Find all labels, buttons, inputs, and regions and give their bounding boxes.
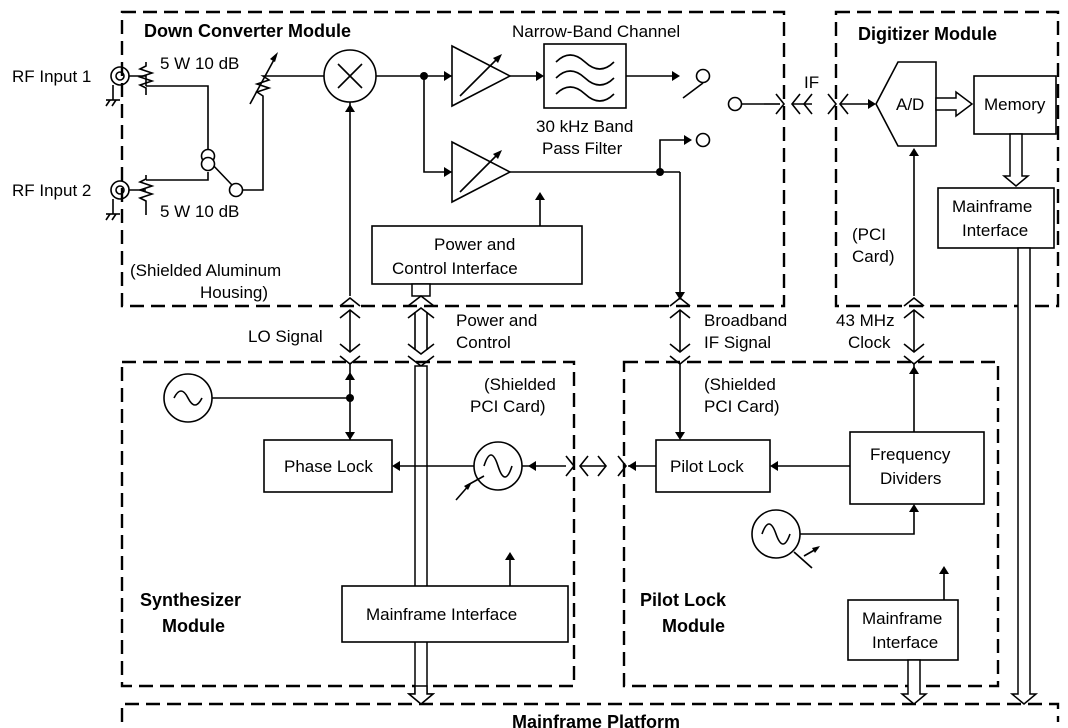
clock-label-1: 43 MHz <box>836 311 895 330</box>
broadband-label-2: IF Signal <box>704 333 771 352</box>
amplifier-2-icon <box>451 140 512 204</box>
reference-oscillator-icon <box>163 373 213 423</box>
ad-label: A/D <box>896 95 924 114</box>
pilot-lock-title: Pilot Lock <box>640 590 727 610</box>
power-control-label-2: Control Interface <box>392 259 518 278</box>
vco-icon <box>455 441 523 501</box>
pilot-lock-label: Pilot Lock <box>670 457 744 476</box>
power-control-signal-label-2: Control <box>456 333 511 352</box>
pilot-pci-label-1: (Shielded <box>704 375 776 394</box>
down-converter-boundary <box>120 10 786 308</box>
digitizer-mainframe-interface-box <box>937 187 1055 249</box>
rf-input-1-label: RF Input 1 <box>12 67 91 86</box>
rf-input-2-connector <box>105 180 130 221</box>
digitizer-boundary <box>834 10 1060 308</box>
synthesizer-title: Synthesizer <box>140 590 241 610</box>
rf-input-1-connector <box>105 66 130 107</box>
digitizer-title: Digitizer Module <box>858 24 997 44</box>
digitizer-mf-label-1: Mainframe <box>952 197 1032 216</box>
synth-pci-label-2: PCI Card) <box>470 397 546 416</box>
pilot-oscillator-icon <box>751 509 820 569</box>
pilot-pci-label-2: PCI Card) <box>704 397 780 416</box>
power-control-interface-box <box>371 225 583 285</box>
filter-label-1: 30 kHz Band <box>536 117 633 136</box>
output-switch-pole <box>727 96 743 112</box>
phase-lock-label: Phase Lock <box>284 457 373 476</box>
synth-mainframe-interface-box <box>341 585 569 643</box>
attenuator-1-label: 5 W 10 dB <box>160 54 239 73</box>
power-control-label-1: Power and <box>434 235 515 254</box>
mixer-icon <box>323 49 377 103</box>
power-control-connector <box>407 283 435 368</box>
attenuator-2-label: 5 W 10 dB <box>160 202 239 221</box>
clock-label-2: Clock <box>848 333 891 352</box>
phase-lock-box <box>263 439 393 493</box>
rf-input-2-label: RF Input 2 <box>12 181 91 200</box>
if-label: IF <box>804 73 819 92</box>
freq-dividers-label-1: Frequency <box>870 445 951 464</box>
pilot-platform-bus <box>899 659 929 705</box>
broadband-connector <box>669 296 691 366</box>
memory-label: Memory <box>984 95 1046 114</box>
amplifier-1-icon <box>451 44 512 108</box>
synthesizer-boundary <box>120 360 576 688</box>
synth-mf-label: Mainframe Interface <box>366 605 517 624</box>
broadband-label-1: Broadband <box>704 311 787 330</box>
mainframe-boundary <box>120 702 1060 722</box>
mainframe-title: Mainframe Platform <box>512 712 680 728</box>
housing-label-2: Housing) <box>200 283 268 302</box>
output-switch-blade <box>682 82 704 99</box>
digitizer-pci-label-1: (PCI <box>852 225 886 244</box>
output-switch-terminal-2 <box>695 132 711 148</box>
clock-connector <box>903 296 925 366</box>
attenuator-1-symbol <box>137 62 155 95</box>
memory-box <box>973 75 1057 135</box>
switch-terminal-2 <box>200 156 216 172</box>
power-control-bus <box>406 365 436 705</box>
memory-to-interface-bus <box>1001 133 1031 187</box>
pilot-mainframe-interface-box <box>847 599 959 661</box>
synth-platform-bus <box>406 685 436 705</box>
pilot-mf-label-1: Mainframe <box>862 609 942 628</box>
freq-dividers-label-2: Dividers <box>880 469 941 488</box>
attenuator-2-symbol <box>137 175 155 215</box>
pilot-lock-title-2: Module <box>662 616 725 636</box>
frequency-dividers-box <box>849 431 985 505</box>
ad-to-memory-arrow <box>935 90 974 118</box>
output-switch-terminal-1 <box>695 68 711 84</box>
housing-label-1: (Shielded Aluminum <box>130 261 281 280</box>
down-converter-title: Down Converter Module <box>144 21 351 41</box>
digitizer-pci-label-2: Card) <box>852 247 895 266</box>
bandpass-filter-icon <box>543 43 627 109</box>
pilot-lock-boundary <box>622 360 1000 688</box>
narrow-band-label: Narrow-Band Channel <box>512 22 680 41</box>
lo-connector <box>339 296 361 366</box>
synthesizer-title-2: Module <box>162 616 225 636</box>
filter-label-2: Pass Filter <box>542 139 623 158</box>
synth-pci-label-1: (Shielded <box>484 375 556 394</box>
lo-signal-label: LO Signal <box>248 327 323 346</box>
synth-pilot-connector <box>565 455 628 477</box>
digitizer-mf-label-2: Interface <box>962 221 1028 240</box>
pilot-mf-label-2: Interface <box>872 633 938 652</box>
switch-pole <box>228 182 244 198</box>
power-control-signal-label-1: Power and <box>456 311 537 330</box>
digitizer-mainframe-bus <box>1009 247 1039 705</box>
